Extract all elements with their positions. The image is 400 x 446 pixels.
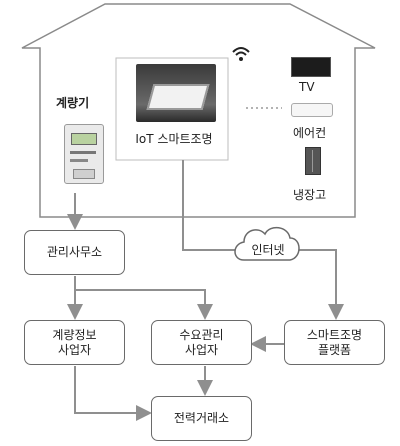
node-internet-label: 인터넷 — [251, 243, 285, 257]
tv-icon — [291, 57, 331, 77]
smart-light-icon — [136, 64, 216, 122]
node-metering-info-provider: 계량정보 사업자 — [24, 320, 125, 365]
meter-label: 계량기 — [56, 96, 90, 110]
node-power-exchange-label: 전력거래소 — [173, 411, 230, 425]
arrow-metering-exchange — [74, 366, 152, 421]
platform-line1: 스마트조명 — [306, 327, 363, 342]
appliance-label-fridge: 냉장고 — [293, 188, 327, 202]
line-light-internet — [182, 160, 240, 251]
smart-light-label: IoT 스마트조명 — [135, 132, 213, 146]
refrigerator-icon — [305, 147, 321, 175]
arrow-internet-platform — [296, 249, 344, 320]
appliance-label-ac: 에어컨 — [293, 126, 327, 140]
metering-provider-line1: 계량정보 — [52, 327, 97, 342]
house-outline — [21, 3, 376, 218]
node-smart-lighting-platform: 스마트조명 플랫폼 — [284, 320, 385, 365]
node-demand-management-provider: 수요관리 사업자 — [151, 320, 252, 365]
wifi-icon — [232, 47, 250, 61]
appliance-label-tv: TV — [299, 80, 315, 94]
node-management-office: 관리사무소 — [24, 230, 125, 275]
node-management-office-label: 관리사무소 — [46, 245, 103, 259]
arrow-office-demand — [75, 289, 213, 320]
platform-line2: 플랫폼 — [317, 342, 352, 357]
meter-icon — [64, 124, 104, 184]
metering-provider-line2: 사업자 — [57, 342, 92, 357]
demand-provider-line2: 사업자 — [184, 342, 219, 357]
node-power-exchange: 전력거래소 — [151, 396, 252, 441]
demand-provider-line1: 수요관리 — [179, 327, 224, 342]
cloud-shape — [234, 226, 300, 261]
air-conditioner-icon — [291, 103, 333, 117]
